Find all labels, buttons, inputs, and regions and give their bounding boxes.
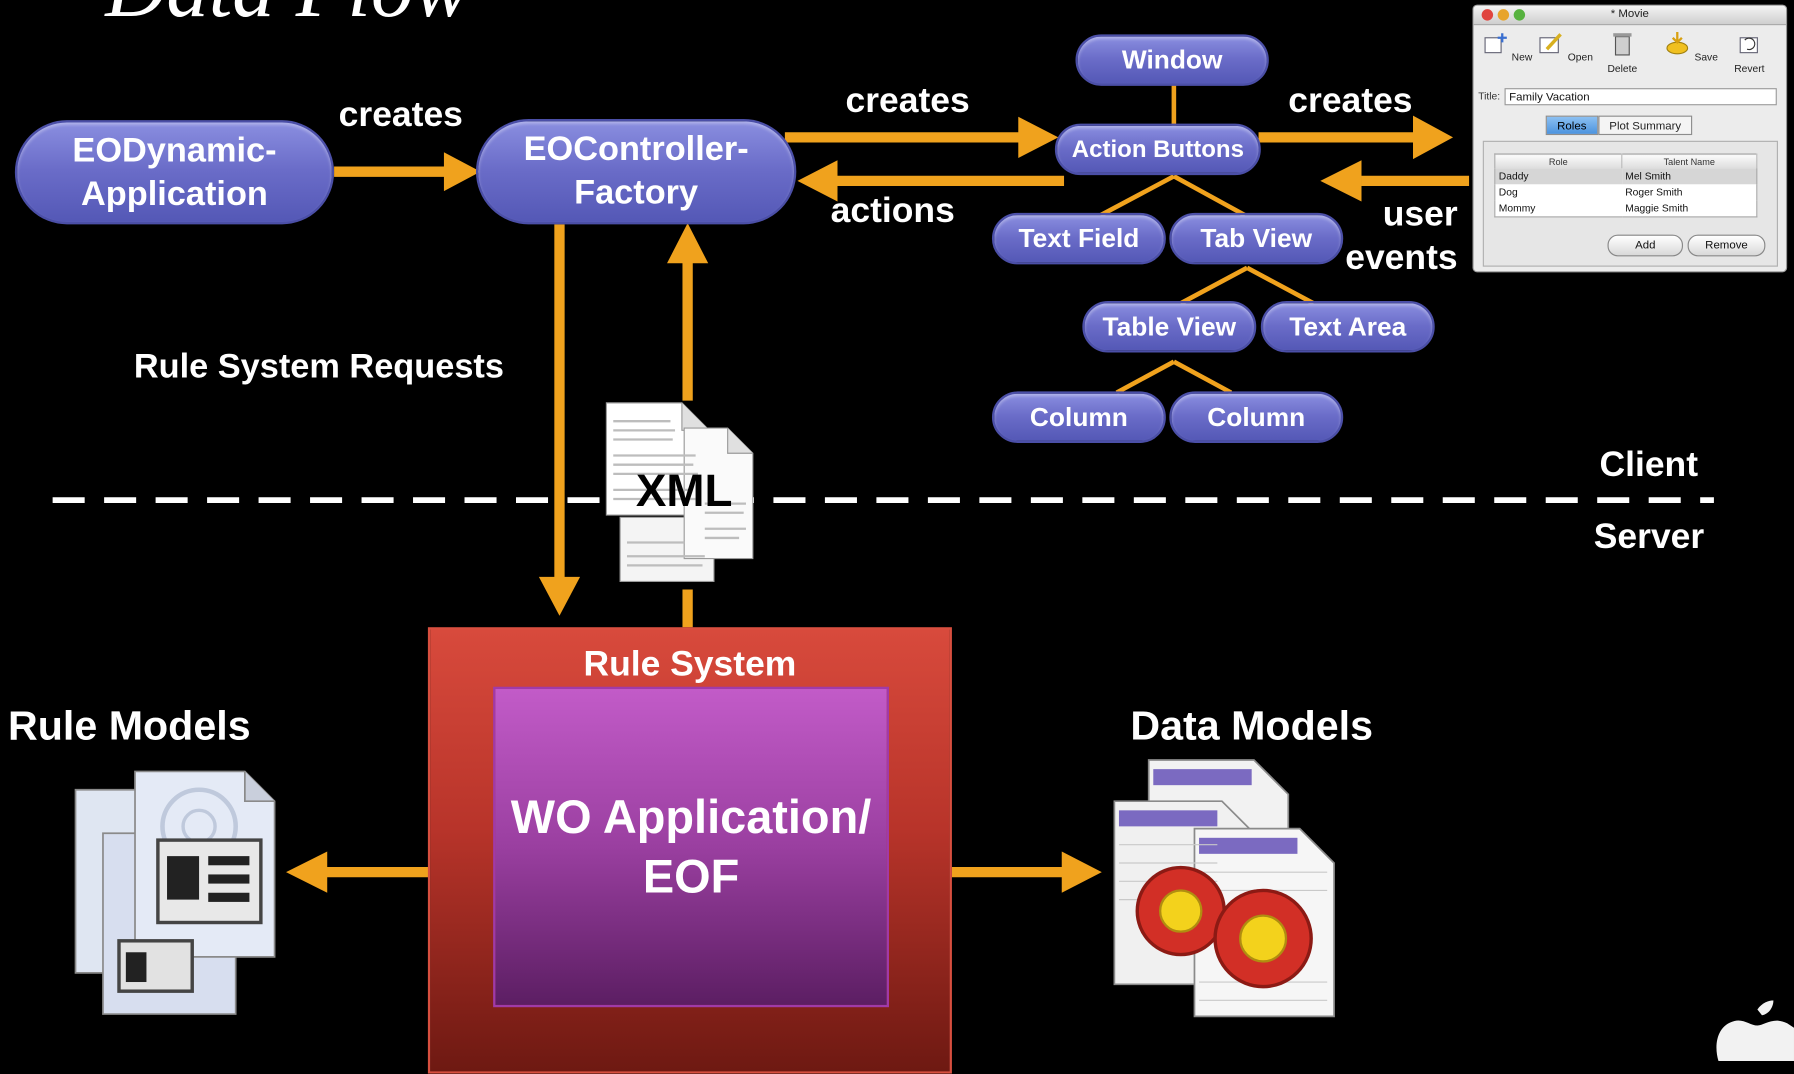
node-eodynamic-application: EODynamic- Application <box>14 120 335 225</box>
minimize-button[interactable] <box>1497 9 1510 21</box>
movie-window: * Movie New Open Delete Save Revert Titl… <box>1472 4 1788 273</box>
save-icon <box>1666 32 1689 55</box>
rule-system-label: Rule System <box>583 643 797 684</box>
xml-label: XML <box>636 465 733 516</box>
data-models-icon <box>1112 758 1336 1019</box>
label-actions: actions <box>830 189 955 231</box>
node-text-area: Text Area <box>1260 301 1435 353</box>
toolbar-revert-button[interactable]: Revert <box>1721 31 1778 74</box>
region-client: Client <box>1599 444 1699 485</box>
cell-role: Daddy <box>1494 168 1622 185</box>
node-table-view: Table View <box>1082 301 1257 353</box>
node-action-buttons: Action Buttons <box>1054 123 1261 176</box>
title-field[interactable]: Family Vacation <box>1504 88 1777 106</box>
title-field-label: Title: <box>1478 90 1501 102</box>
cell-talent: Mel Smith <box>1621 168 1757 185</box>
open-icon <box>1539 33 1562 54</box>
column-header-role[interactable]: Role <box>1494 153 1623 169</box>
cell-role: Mommy <box>1498 202 1536 215</box>
label-creates-1: creates <box>338 93 463 134</box>
movie-window-title: * Movie <box>1610 8 1649 21</box>
rule-system-box: Rule System WO Application/ EOF <box>427 627 952 1074</box>
slide-title: Data Flow <box>105 0 470 38</box>
table-row[interactable]: Daddy Mel Smith <box>1494 168 1757 185</box>
table-row[interactable]: Mommy Maggie Smith <box>1495 200 1757 217</box>
column-header-talent-name[interactable]: Talent Name <box>1621 153 1758 169</box>
label-user-events: user events <box>1345 193 1458 277</box>
tab-roles[interactable]: Roles <box>1545 115 1598 136</box>
node-window: Window <box>1075 34 1269 86</box>
node-tab-view: Tab View <box>1169 212 1344 265</box>
label-rule-system-requests: Rule System Requests <box>133 347 504 386</box>
movie-tabs: Roles Plot Summary <box>1545 115 1693 136</box>
node-column-1: Column <box>991 391 1166 443</box>
toolbar-save-button[interactable]: Save <box>1662 31 1719 63</box>
wo-application-label: WO Application/ EOF <box>510 790 872 904</box>
revert-icon <box>1739 37 1758 54</box>
apple-logo <box>1712 1000 1794 1061</box>
region-server: Server <box>1593 516 1705 557</box>
zoom-button[interactable] <box>1513 9 1526 21</box>
new-icon <box>1484 33 1507 54</box>
label-creates-3: creates <box>1288 80 1413 121</box>
tab-plot-summary[interactable]: Plot Summary <box>1597 115 1693 136</box>
wo-application-box: WO Application/ EOF <box>493 686 889 1008</box>
table-row[interactable]: Dog Roger Smith <box>1495 184 1757 200</box>
rule-models-label: Rule Models <box>8 701 251 749</box>
node-column-2: Column <box>1169 391 1344 443</box>
close-button[interactable] <box>1481 9 1494 21</box>
toolbar-new-button[interactable]: New <box>1478 31 1535 63</box>
remove-button[interactable]: Remove <box>1687 234 1766 257</box>
toolbar-delete-button[interactable]: Delete <box>1594 31 1651 74</box>
xml-document-icon: XML <box>604 401 755 584</box>
rule-models-icon <box>73 769 279 1019</box>
cell-talent: Roger Smith <box>1625 186 1683 199</box>
movie-titlebar: * Movie <box>1473 5 1786 26</box>
cell-role: Dog <box>1498 186 1518 199</box>
node-eocontroller-factory: EOController- Factory <box>475 119 797 225</box>
label-creates-2: creates <box>845 80 970 121</box>
trash-icon <box>1613 33 1632 56</box>
roles-table[interactable]: Role Talent Name Daddy Mel Smith Dog Rog… <box>1494 153 1758 218</box>
roles-panel: Role Talent Name Daddy Mel Smith Dog Rog… <box>1482 140 1778 267</box>
node-text-field: Text Field <box>991 212 1166 265</box>
toolbar-open-button[interactable]: Open <box>1537 31 1594 63</box>
data-models-label: Data Models <box>1130 701 1374 749</box>
add-button[interactable]: Add <box>1607 234 1684 257</box>
cell-talent: Maggie Smith <box>1625 202 1689 215</box>
